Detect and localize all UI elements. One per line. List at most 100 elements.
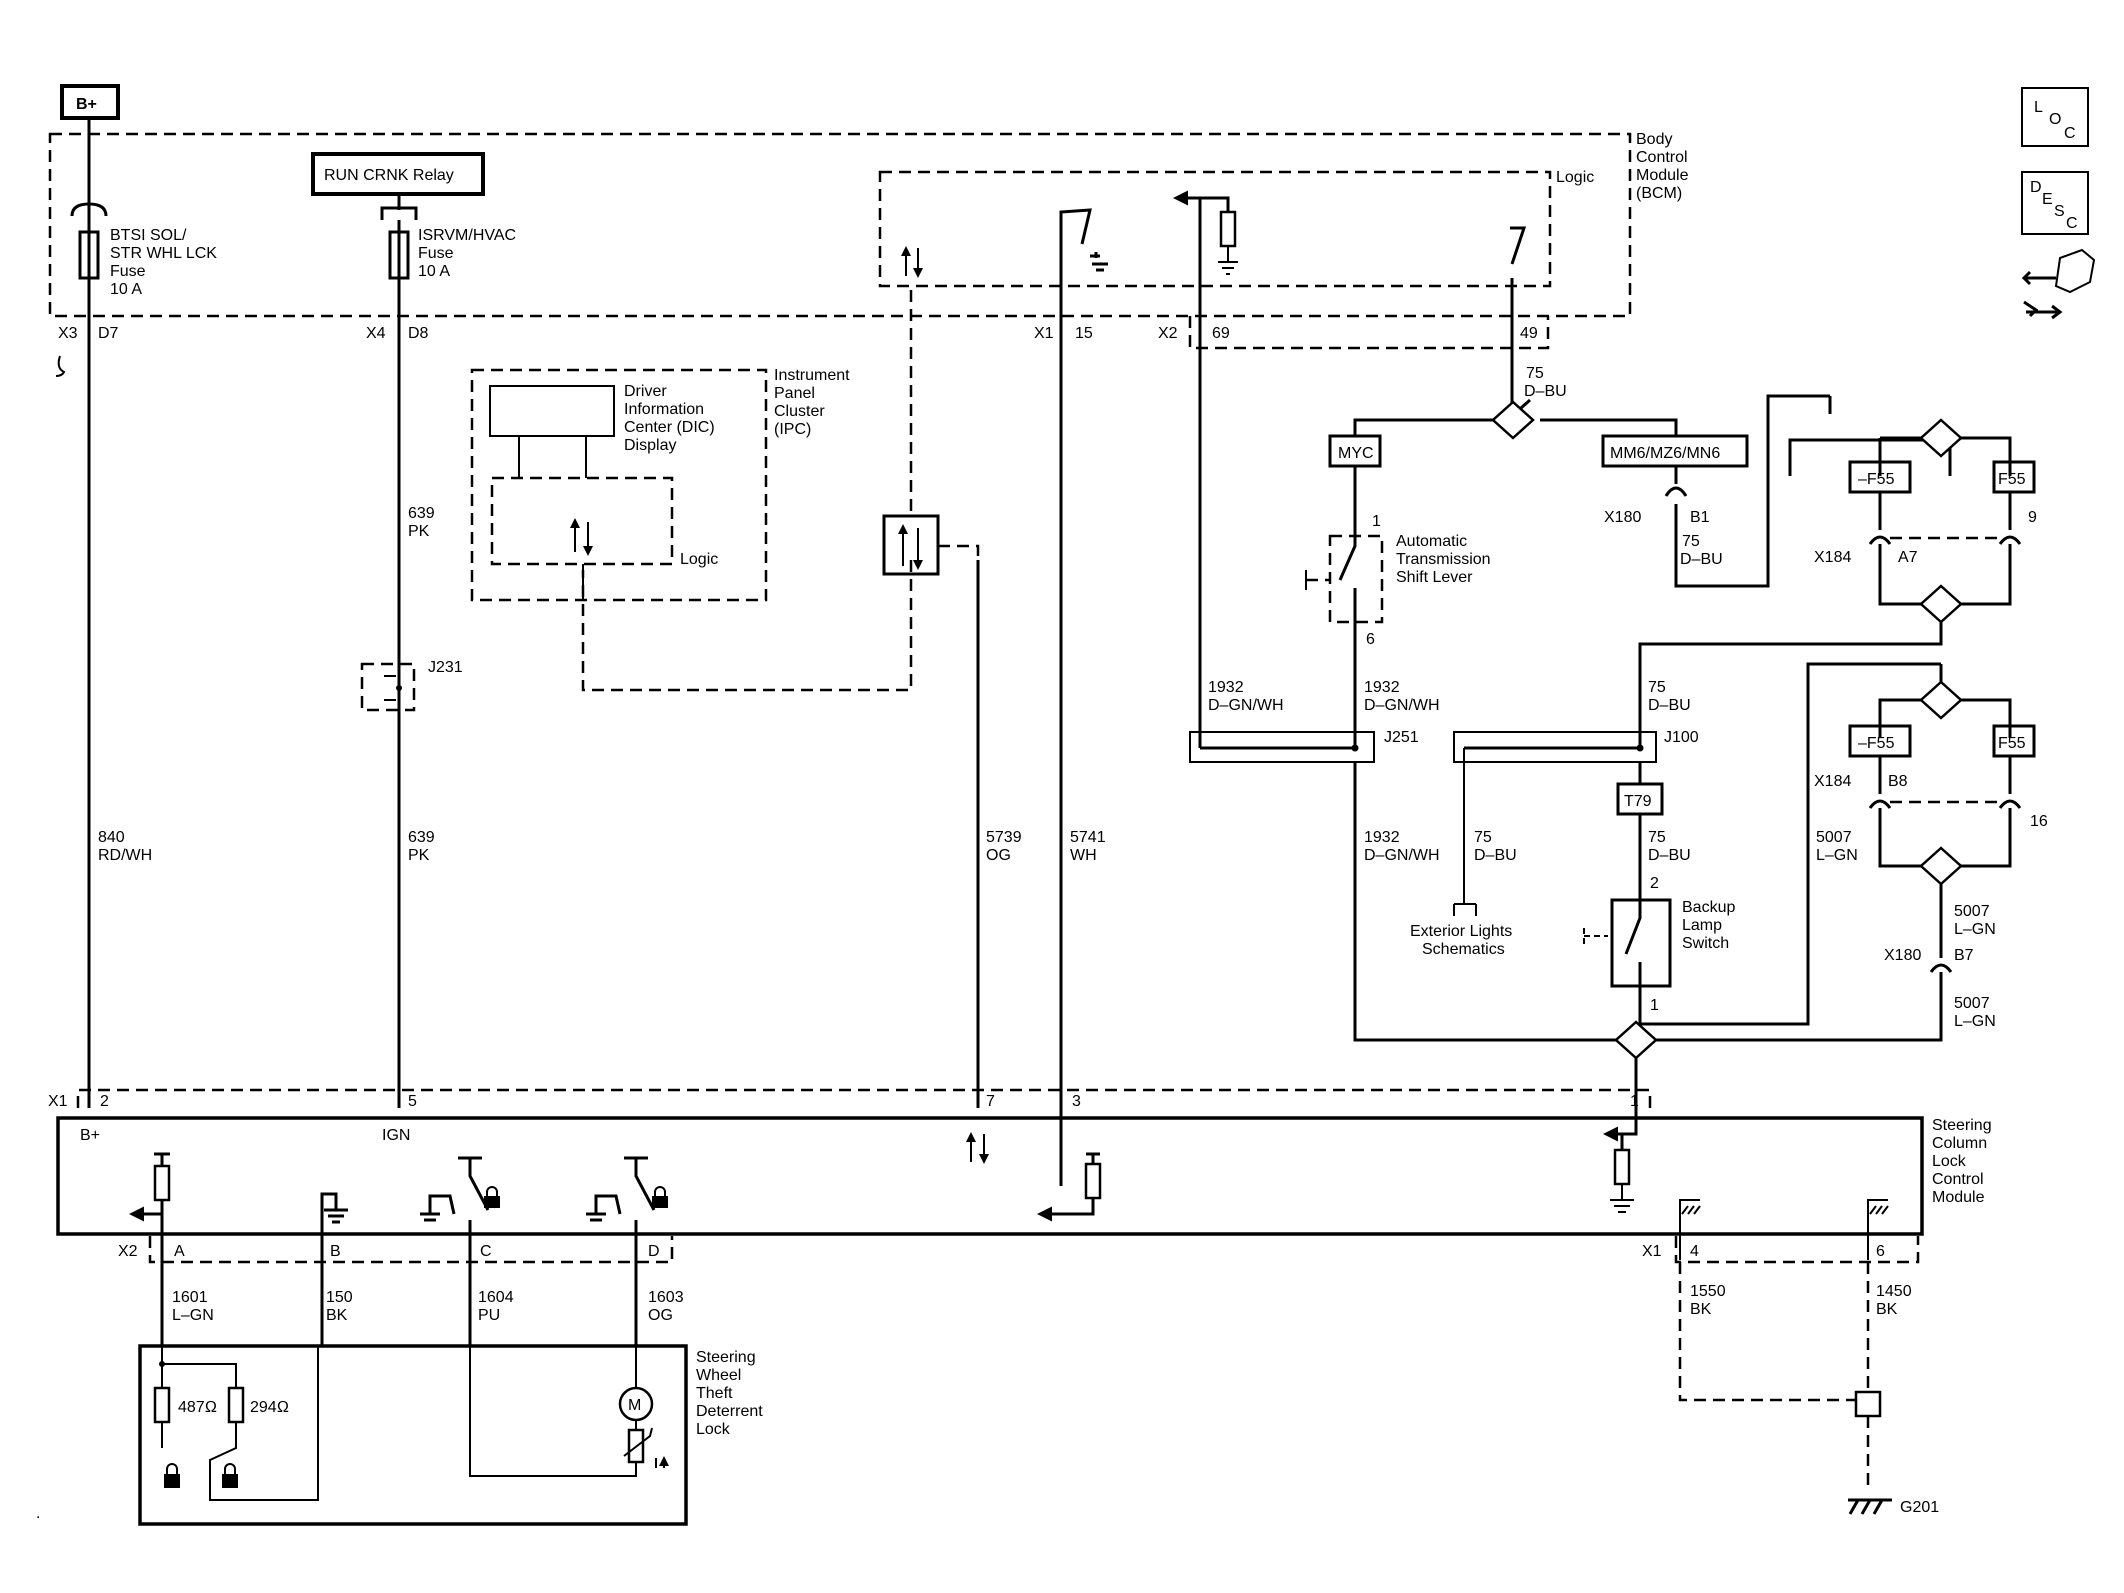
desc-icon[interactable]: D E S C	[2021, 171, 2089, 235]
pin16: 16	[2030, 813, 2048, 830]
fuse-isrvm: ISRVM/HVAC Fuse 10 A	[380, 194, 516, 1108]
svg-text:Control: Control	[1932, 1171, 1984, 1188]
svg-text:ISRVM/HVAC: ISRVM/HVAC	[418, 227, 516, 244]
bcm-bidirectional-arrow-icon	[901, 246, 923, 278]
swtdl-label: Steering Wheel Theft Deterrent Lock	[696, 1349, 763, 1438]
svg-text:Theft: Theft	[696, 1385, 733, 1402]
splice-diamond-top	[1491, 400, 1535, 440]
svg-text:1601: 1601	[172, 1289, 208, 1306]
svg-text:1550: 1550	[1690, 1283, 1726, 1300]
svg-text:7: 7	[986, 1093, 995, 1110]
option-f55-top: F55	[1992, 460, 2036, 494]
svg-text:C: C	[2066, 215, 2078, 232]
svg-text:L: L	[2034, 99, 2043, 116]
svg-text:Deterrent: Deterrent	[696, 1403, 763, 1420]
option-f55-bottom: F55	[1992, 724, 2036, 758]
svg-text:X1: X1	[48, 1093, 68, 1110]
ipc-label: Instrument Panel Cluster (IPC)	[774, 367, 850, 438]
svg-text:D–BU: D–BU	[1648, 847, 1691, 864]
svg-text:D–BU: D–BU	[1648, 697, 1691, 714]
svg-text:X4: X4	[366, 325, 386, 342]
bcm-x1-15-switch	[1059, 208, 1108, 1186]
swtdl-box	[138, 1344, 688, 1526]
wire-75-j100-label: 75 D–BU	[1648, 679, 1691, 714]
svg-text:STR WHL LCK: STR WHL LCK	[110, 245, 217, 262]
j251-splice: J251	[1189, 729, 1419, 763]
option-mm6: MM6/MZ6/MN6	[1601, 434, 1749, 468]
svg-text:L–GN: L–GN	[1816, 847, 1858, 864]
ext-lights-ref[interactable]: Exterior Lights Schematics	[1410, 923, 1512, 958]
pin9: 9	[2028, 509, 2037, 526]
svg-text:T79: T79	[1624, 793, 1652, 810]
svg-text:–F55: –F55	[1858, 471, 1895, 488]
svg-text:150: 150	[326, 1289, 353, 1306]
dic-label: Driver Information Center (DIC) Display	[624, 383, 715, 454]
resistor-487: 487Ω	[153, 1386, 217, 1424]
svg-text:5007: 5007	[1954, 903, 1990, 920]
sclcm-x1-1-pulldown	[1603, 1108, 1638, 1213]
svg-text:Wheel: Wheel	[696, 1367, 741, 1384]
svg-text:Schematics: Schematics	[1422, 941, 1505, 958]
svg-text:MM6/MZ6/MN6: MM6/MZ6/MN6	[1610, 445, 1720, 462]
shift-lever: Automatic Transmission Shift Lever	[1305, 528, 1491, 640]
sclcm-box	[56, 1116, 1924, 1236]
svg-text:(BCM): (BCM)	[1636, 185, 1682, 202]
ipc-logic-label: Logic	[680, 551, 718, 568]
component-locator-icon[interactable]	[2021, 248, 2096, 320]
svg-text:F55: F55	[1998, 735, 2026, 752]
wire-1450-label: 1450 BK	[1876, 1283, 1912, 1318]
b1-pin: B1	[1690, 509, 1710, 526]
svg-text:Module: Module	[1932, 1189, 1985, 1206]
splice-diamond-f55-top	[1919, 418, 1963, 458]
svg-text:1932: 1932	[1364, 679, 1400, 696]
svg-text:Fuse: Fuse	[418, 245, 454, 262]
sclcm-x1-labels: X1 2 5 7 3 1	[48, 1093, 1639, 1110]
svg-text:Lamp: Lamp	[1682, 917, 1722, 934]
svg-text:D: D	[2030, 179, 2042, 196]
ground-connector	[1854, 1390, 1882, 1418]
wire-5739-label: 5739 OG	[986, 829, 1022, 864]
bplus-source: B+	[60, 84, 120, 120]
splice-diamond-f55-c	[1919, 846, 1963, 886]
svg-text:4: 4	[1690, 1243, 1699, 1260]
svg-text:1932: 1932	[1208, 679, 1244, 696]
svg-text:D–GN/WH: D–GN/WH	[1364, 697, 1440, 714]
svg-text:75: 75	[1648, 829, 1666, 846]
lock-icon	[222, 1463, 238, 1488]
svg-text:Cluster: Cluster	[774, 403, 825, 420]
ipc-box	[470, 368, 768, 602]
ground-g201: G201	[1848, 1498, 1939, 1516]
wire-639-top-label: 639 PK	[408, 505, 435, 540]
svg-text:69: 69	[1212, 325, 1230, 342]
sclcm-pin-c-switch	[420, 1156, 500, 1346]
svg-text:MYC: MYC	[1338, 445, 1374, 462]
svg-text:Control: Control	[1636, 149, 1688, 166]
b8-pin: B8	[1888, 773, 1908, 790]
svg-text:Automatic: Automatic	[1396, 533, 1467, 550]
wire-75-ext-label: 75 D–BU	[1474, 829, 1517, 864]
splice-diamond-f55-b	[1919, 680, 1963, 720]
svg-text:S: S	[2054, 203, 2065, 220]
wire-150-label: 150 BK	[326, 1289, 353, 1324]
svg-text:Driver: Driver	[624, 383, 667, 400]
svg-text:10 A: 10 A	[110, 281, 142, 298]
svg-text:L–GN: L–GN	[1954, 1013, 1996, 1030]
loc-icon[interactable]: L O C	[2021, 87, 2089, 147]
svg-text:D–BU: D–BU	[1474, 847, 1517, 864]
sclcm-ign: IGN	[382, 1127, 410, 1144]
corner-dot: .	[36, 1505, 40, 1522]
svg-text:3: 3	[1072, 1093, 1081, 1110]
svg-text:X3: X3	[58, 325, 78, 342]
sclcm-x1b-labels: X1 4 6	[1642, 1243, 1885, 1260]
svg-text:C: C	[480, 1243, 492, 1260]
svg-text:Panel: Panel	[774, 385, 815, 402]
svg-text:487Ω: 487Ω	[178, 1399, 217, 1416]
svg-text:294Ω: 294Ω	[250, 1399, 289, 1416]
svg-text:10 A: 10 A	[418, 263, 450, 280]
svg-text:RD/WH: RD/WH	[98, 847, 152, 864]
svg-text:PK: PK	[408, 847, 430, 864]
svg-text:Steering: Steering	[696, 1349, 756, 1366]
x180-b1-conn: X180	[1604, 509, 1641, 526]
svg-text:PK: PK	[408, 523, 430, 540]
